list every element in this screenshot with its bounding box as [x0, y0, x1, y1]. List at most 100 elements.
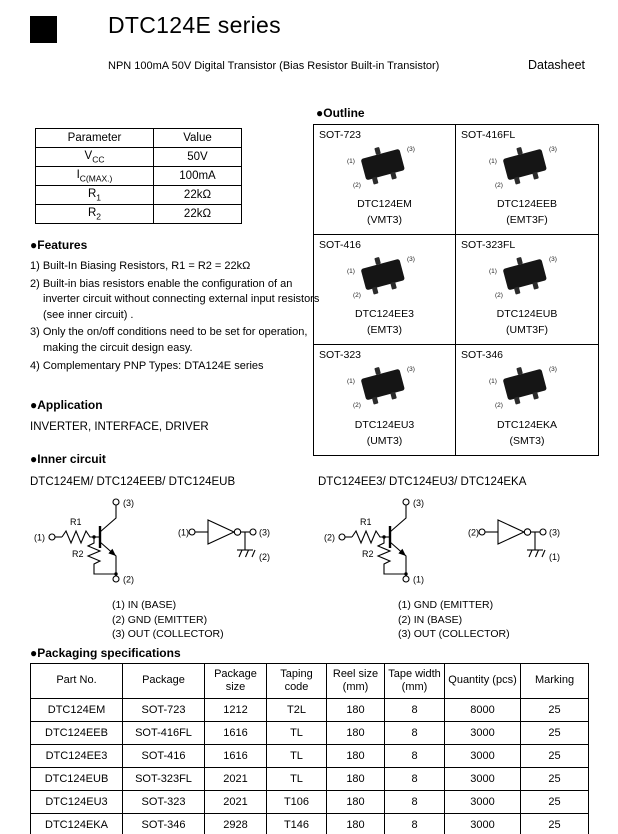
package-code: (UMT3)	[366, 435, 403, 447]
table-row: R1 22kΩ	[35, 185, 242, 205]
cell-quantity: 3000	[444, 813, 521, 834]
cell-quantity: 3000	[444, 767, 521, 791]
inner-circuit-right-title: DTC124EE3/ DTC124EU3/ DTC124EKA	[318, 476, 527, 488]
cell-part-no: DTC124EUB	[30, 767, 123, 791]
cell-package: SOT-723	[122, 698, 205, 722]
cell-part-no: DTC124EEB	[30, 721, 123, 745]
outline-grid: SOT-723 DTC124EM (VMT3) SOT-416FL DTC124…	[313, 124, 599, 456]
col-header-package-size: Package size	[204, 663, 267, 699]
cell-taping-code: TL	[266, 721, 327, 745]
package-photo	[489, 141, 557, 189]
cell-marking: 25	[520, 744, 589, 768]
section-title-application: ●Application	[30, 398, 103, 412]
cell-reel-size: 180	[326, 721, 385, 745]
col-header-quantity: Quantity (pcs)	[444, 663, 521, 699]
part-number: DTC124EEB	[496, 198, 558, 210]
table-row: R2 22kΩ	[35, 204, 242, 224]
pin-description-left: (1) IN (BASE) (2) GND (EMITTER) (3) OUT …	[112, 598, 224, 642]
part-number: DTC124EKA	[496, 419, 558, 431]
cell-part-no: DTC124EE3	[30, 744, 123, 768]
r1-label: R1	[360, 517, 372, 527]
cell-taping-code: T146	[266, 813, 327, 834]
application-text: INVERTER, INTERFACE, DRIVER	[30, 421, 209, 433]
param-symbol: IC(MAX.)	[35, 166, 154, 186]
cell-tape-width: 8	[384, 790, 445, 814]
circuit-output-label: (3)	[123, 498, 134, 508]
cell-tape-width: 8	[384, 813, 445, 834]
cell-taping-code: TL	[266, 744, 327, 768]
transistor-circuit-right: (2) (3) (1) R1 R2	[324, 498, 424, 585]
inverter-output-label: (3)	[259, 528, 270, 538]
package-code: (UMT3F)	[506, 324, 548, 336]
cell-tape-width: 8	[384, 767, 445, 791]
feature-item: 2) Built-in bias resistors enable the co…	[30, 277, 320, 321]
parameter-table: Parameter Value VCC 50V IC(MAX.) 100mA R…	[35, 128, 242, 224]
feature-item: 4) Complementary PNP Types: DTA124E seri…	[30, 359, 264, 372]
col-header-package: Package	[122, 663, 205, 699]
outline-cell: SOT-346 DTC124EKA (SMT3)	[456, 345, 598, 455]
cell-part-no: DTC124EM	[30, 698, 123, 722]
param-value: 100mA	[153, 166, 242, 186]
feature-item: 3) Only the on/off conditions need to be…	[30, 326, 308, 355]
table-row: DTC124EM SOT-723 1212 T2L 180 8 8000 25	[30, 698, 589, 722]
table-row: IC(MAX.) 100mA	[35, 166, 242, 186]
outline-cell: SOT-416 DTC124EE3 (EMT3)	[314, 235, 456, 345]
cell-marking: 25	[520, 721, 589, 745]
cell-package-size: 1212	[204, 698, 267, 722]
inverter-ground-label: (2)	[259, 552, 270, 562]
inverter-output-label: (3)	[549, 528, 560, 538]
package-code: (VMT3)	[367, 214, 402, 226]
pin-line: (2) IN (BASE)	[398, 613, 463, 626]
cell-reel-size: 180	[326, 767, 385, 791]
package-name: SOT-323	[319, 349, 362, 361]
circuit-input-label: (2)	[324, 533, 335, 543]
table-row: DTC124EEB SOT-416FL 1616 TL 180 8 3000 2…	[30, 721, 589, 745]
cell-tape-width: 8	[384, 721, 445, 745]
cell-reel-size: 180	[326, 813, 385, 834]
inverter-ground-label: (1)	[549, 552, 560, 562]
table-row: DTC124EKA SOT-346 2928 T146 180 8 3000 2…	[30, 813, 589, 834]
page-title: DTC124E series	[108, 12, 281, 38]
package-name: SOT-723	[319, 129, 362, 141]
param-symbol: R2	[35, 204, 154, 224]
package-photo	[346, 361, 415, 409]
pin-line: (1) GND (EMITTER)	[398, 599, 494, 611]
cell-tape-width: 8	[384, 698, 445, 722]
cell-reel-size: 180	[326, 698, 385, 722]
package-name: SOT-346	[461, 349, 504, 361]
package-photo	[489, 361, 557, 409]
part-number: DTC124EM	[357, 198, 412, 210]
circuit-output-label: (3)	[413, 498, 424, 508]
circuit-ground-label: (2)	[123, 575, 134, 585]
inverter-input-label: (1)	[178, 528, 189, 538]
inverter-circuit-right: (2) (3) (1)	[468, 519, 560, 562]
cell-package: SOT-323	[122, 790, 205, 814]
cell-package: SOT-346	[122, 813, 205, 834]
cell-quantity: 3000	[444, 790, 521, 814]
cell-quantity: 8000	[444, 698, 521, 722]
package-code: (SMT3)	[509, 435, 545, 447]
param-value: 50V	[153, 147, 242, 167]
package-name: SOT-416	[319, 239, 362, 251]
col-header-tape-width: Tape width (mm)	[384, 663, 445, 699]
cell-package-size: 1616	[204, 744, 267, 768]
col-header-reel-size: Reel size (mm)	[326, 663, 385, 699]
cell-reel-size: 180	[326, 744, 385, 768]
pin-line: (3) OUT (COLLECTOR)	[112, 628, 224, 641]
cell-package-size: 2021	[204, 767, 267, 791]
feature-item: 1) Built-In Biasing Resistors, R1 = R2 =…	[30, 260, 251, 272]
cell-part-no: DTC124EU3	[30, 790, 123, 814]
cell-marking: 25	[520, 698, 589, 722]
cell-taping-code: T106	[266, 790, 327, 814]
part-number: DTC124EU3	[354, 419, 415, 431]
table-row: DTC124EUB SOT-323FL 2021 TL 180 8 3000 2…	[30, 767, 589, 791]
value-col-header: Value	[153, 128, 242, 148]
cell-package: SOT-323FL	[122, 767, 205, 791]
section-title-inner-circuit: ●Inner circuit	[30, 452, 106, 466]
cell-marking: 25	[520, 767, 589, 791]
table-header-row: Part No. Package Package size Taping cod…	[30, 663, 589, 699]
r2-label: R2	[362, 549, 374, 559]
cell-package-size: 2021	[204, 790, 267, 814]
param-symbol: VCC	[35, 147, 154, 167]
